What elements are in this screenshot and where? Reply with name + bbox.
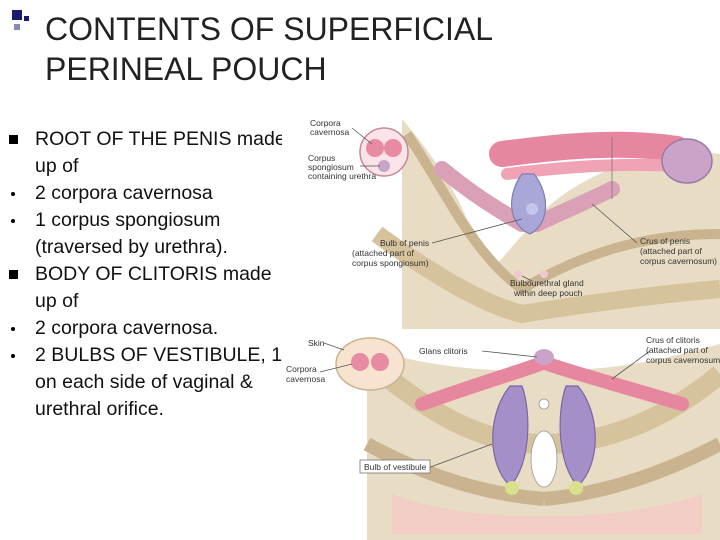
bullet-text: 2 corpora cavernosa. (35, 317, 219, 339)
svg-text:Crus of clitoris: Crus of clitoris (646, 335, 700, 345)
title-decoration-square-light (14, 24, 20, 30)
label-crus-penis-2: (attached part of (640, 246, 703, 256)
bullet-item: 2 BULBS OF VESTIBULE, 1 on each side of … (0, 342, 290, 423)
svg-text:(attached part of: (attached part of (646, 345, 709, 355)
bullet-item: 1 corpus spongiosum (traversed by urethr… (0, 207, 290, 261)
svg-text:(attached part of: (attached part of (640, 246, 703, 256)
svg-text:Crus of penis: Crus of penis (640, 236, 690, 246)
label-bulb-penis-1: Bulb of penis (380, 238, 429, 248)
label-female-corpora-2: cavernosa (286, 374, 325, 384)
bullet-text: 1 corpus spongiosum (traversed by urethr… (35, 209, 228, 258)
bullet-item: ROOT OF THE PENIS made up of (0, 126, 290, 180)
svg-text:containing urethra: containing urethra (308, 171, 376, 181)
label-crus-clitoris-2: (attached part of (646, 345, 709, 355)
label-glans-clitoris: Glans clitoris (419, 346, 468, 356)
bullet-item: 2 corpora cavernosa. (0, 315, 290, 342)
bullet-list: ROOT OF THE PENIS made up of 2 corpora c… (0, 126, 290, 423)
bullet-item: 2 corpora cavernosa (0, 180, 290, 207)
svg-text:Bulbourethral gland: Bulbourethral gland (510, 278, 584, 288)
svg-text:Bulb of vestibule: Bulb of vestibule (364, 462, 427, 472)
label-crus-penis-3: corpus cavernosum) (640, 256, 717, 266)
female-perineum-illustration: Skin Glans clitoris Crus of clitoris (at… (286, 335, 720, 540)
label-corpora-1: Corpora (310, 118, 341, 128)
label-bulb-penis-2: (attached part of (352, 248, 415, 258)
bullet-text: 2 corpora cavernosa (35, 182, 213, 204)
svg-text:cavernosa: cavernosa (286, 374, 325, 384)
label-bulb-penis-3: corpus spongiosum) (352, 258, 429, 268)
bullet-text: BODY OF CLITORIS made up of (35, 263, 272, 312)
svg-text:within deep pouch: within deep pouch (513, 288, 583, 298)
svg-text:Corpora: Corpora (310, 118, 341, 128)
dot-bullet-icon (8, 342, 22, 369)
svg-text:Corpus: Corpus (308, 153, 335, 163)
square-bullet-icon (8, 126, 22, 153)
label-bulb-vestibule: Bulb of vestibule (364, 462, 427, 472)
bullet-text: 2 BULBS OF VESTIBULE, 1 on each side of … (35, 344, 283, 420)
label-crus-clitoris-3: corpus cavernosum) (646, 355, 720, 365)
svg-text:Glans clitoris: Glans clitoris (419, 346, 468, 356)
label-spongiosum-2: spongiosum (308, 162, 354, 172)
label-spongiosum-1: Corpus (308, 153, 335, 163)
slide-title: CONTENTS OF SUPERFICIAL PERINEAL POUCH (45, 11, 492, 87)
label-crus-penis-1: Crus of penis (640, 236, 690, 246)
label-bulbourethral-2: within deep pouch (513, 288, 583, 298)
male-perineum-illustration: Corpora cavernosa Corpus spongiosum cont… (308, 118, 720, 329)
bullet-text: ROOT OF THE PENIS made up of (35, 128, 286, 177)
svg-text:Skin: Skin (308, 338, 325, 348)
title-decoration-square-large (12, 10, 22, 20)
svg-text:cavernosa: cavernosa (310, 127, 349, 137)
svg-text:corpus cavernosum): corpus cavernosum) (640, 256, 717, 266)
bullet-item: BODY OF CLITORIS made up of (0, 261, 290, 315)
label-female-corpora-1: Corpora (286, 364, 317, 374)
dot-bullet-icon (8, 180, 22, 207)
svg-text:Bulb of penis: Bulb of penis (380, 238, 429, 248)
dot-bullet-icon (8, 315, 22, 342)
svg-text:(attached part of: (attached part of (352, 248, 415, 258)
dot-bullet-icon (8, 207, 22, 234)
svg-text:corpus spongiosum): corpus spongiosum) (352, 258, 429, 268)
label-skin: Skin (308, 338, 325, 348)
svg-text:Corpora: Corpora (286, 364, 317, 374)
title-decoration-square-small (24, 16, 29, 21)
label-corpora-2: cavernosa (310, 127, 349, 137)
label-bulbourethral-1: Bulbourethral gland (510, 278, 584, 288)
anatomy-figure: Corpora cavernosa Corpus spongiosum cont… (282, 114, 720, 540)
label-crus-clitoris-1: Crus of clitoris (646, 335, 700, 345)
svg-text:spongiosum: spongiosum (308, 162, 354, 172)
svg-text:corpus cavernosum): corpus cavernosum) (646, 355, 720, 365)
label-spongiosum-3: containing urethra (308, 171, 376, 181)
square-bullet-icon (8, 261, 22, 288)
